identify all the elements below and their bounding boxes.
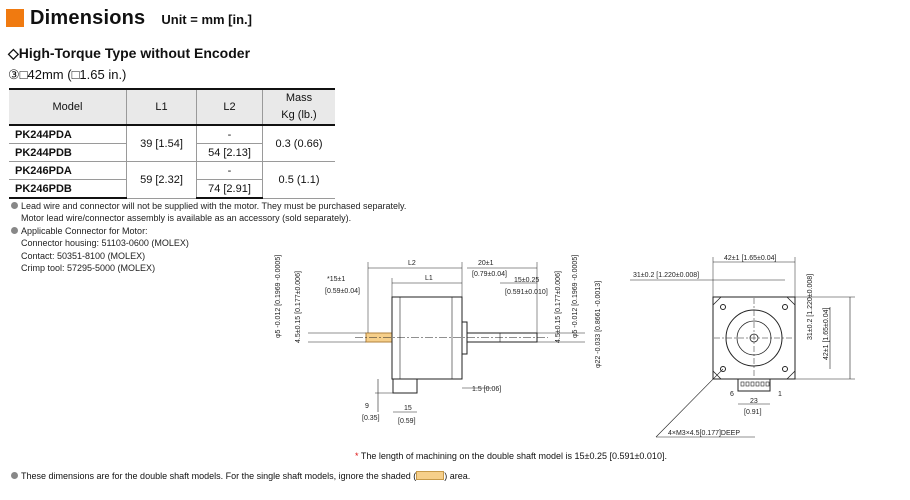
bullet-icon xyxy=(11,202,18,209)
shaded-swatch-icon xyxy=(416,471,445,480)
unit-label: Unit = mm [in.] xyxy=(161,12,252,27)
front-flat-length-in-label: [0.591±0.010] xyxy=(505,289,548,296)
footnote-machining-text: The length of machining on the double sh… xyxy=(360,451,667,461)
footnote-shaded-pre: These dimensions are for the double shaf… xyxy=(21,471,417,481)
l2-label: L2 xyxy=(408,260,416,267)
footnote-star: * xyxy=(355,451,359,461)
hole-pitch-top-label: 42±1 [1.65±0.04] xyxy=(724,255,777,262)
table-cell-l2: 74 [2.91] xyxy=(196,179,263,199)
page-title: Dimensions xyxy=(30,6,146,29)
front-shaft-length-in-label: [0.79±0.04] xyxy=(472,271,507,278)
connector-height-label: 9 xyxy=(365,403,369,410)
col-mass-line1: Mass xyxy=(285,92,313,104)
table-cell-l2: 54 [2.13] xyxy=(196,143,263,162)
spec-table: Model L1 L2 Mass Kg (lb.) PK244PDA 39 [1… xyxy=(9,88,335,199)
table-row-model: PK246PDB xyxy=(9,179,127,199)
table-row-model: PK244PDA xyxy=(9,124,127,144)
pin1-label: 1 xyxy=(778,391,782,398)
l1-label: L1 xyxy=(425,275,433,282)
front-flat-length-label: 15±0.25 xyxy=(514,277,539,284)
pilot-flange xyxy=(461,321,468,355)
col-model: Model xyxy=(9,88,127,126)
mount-holes-label: 4×M3×4.5[0.177]DEEP xyxy=(668,430,740,437)
pin6-label: 6 xyxy=(730,391,734,398)
note-housing: Connector housing: 51103-0600 (MOLEX) xyxy=(21,238,189,249)
connector-width-front-label: 23 xyxy=(750,398,758,405)
hole-pitch-right-label: 31±0.2 [1.220±0.008] xyxy=(807,274,814,340)
hole-pitch-left-label: 31±0.2 [1.220±0.008] xyxy=(633,272,699,279)
motor-body-side xyxy=(391,296,463,380)
notes-block: Lead wire and connector will not be supp… xyxy=(11,200,406,274)
footnote-machining: * The length of machining on the double … xyxy=(355,451,667,461)
connector-width-in-label: [0.59] xyxy=(398,418,416,425)
table-cell-l1: 59 [2.32] xyxy=(126,161,197,199)
note-crimp: Crimp tool: 57295-5000 (MOLEX) xyxy=(21,263,156,274)
note-connector-title: Applicable Connector for Motor: xyxy=(21,225,148,236)
front-shaft-dia-label: φ5 -0.012 [0.1969 -0.0005] xyxy=(572,255,579,338)
col-l1: L1 xyxy=(126,88,197,126)
bullet-icon xyxy=(11,472,18,479)
connector-width-label: 15 xyxy=(404,405,412,412)
connector-front xyxy=(737,378,771,392)
note-contact: Contact: 50351-8100 (MOLEX) xyxy=(21,250,146,261)
table-cell-l2: - xyxy=(196,161,263,180)
machining-length-in-label: [0.59±0.04] xyxy=(325,288,360,295)
frame-size-label: ③□42mm (□1.65 in.) xyxy=(8,67,127,82)
shaft-flat-label: 4.5±0.15 [0.177±0.006] xyxy=(295,271,302,343)
bullet-icon xyxy=(11,226,18,234)
pilot-dia-label: φ22 -0.033 [0.8661 -0.0013] xyxy=(595,281,602,368)
side-right-label: 42±1 [1.65±0.04] xyxy=(823,307,830,360)
orange-square-icon xyxy=(6,9,24,27)
table-cell-mass: 0.3 (0.66) xyxy=(262,124,335,162)
front-shaft-length-label: 20±1 xyxy=(478,260,494,267)
note-lead: Lead wire and connector will not be supp… xyxy=(21,201,407,211)
footnote-shaded: These dimensions are for the double shaf… xyxy=(11,471,470,481)
col-l2: L2 xyxy=(196,88,263,126)
col-mass: Mass Kg (lb.) xyxy=(262,88,335,126)
connector-height-in-label: [0.35] xyxy=(362,415,380,422)
type-subtitle: ◇High-Torque Type without Encoder xyxy=(8,45,251,61)
col-mass-line2: Kg (lb.) xyxy=(281,109,317,121)
connector-width-front-in-label: [0.91] xyxy=(744,409,762,416)
flange-thickness-label: 1.5 [0.06] xyxy=(472,386,501,393)
table-cell-mass: 0.5 (1.1) xyxy=(262,161,335,199)
front-flat-label: 4.5±0.15 [0.177±0.006] xyxy=(555,271,562,343)
note-lead2: Motor lead wire/connector assembly is av… xyxy=(21,213,352,224)
connector-side xyxy=(392,378,418,394)
machining-length-label: *15±1 xyxy=(327,276,345,283)
table-row-model: PK246PDA xyxy=(9,161,127,180)
section-header: Dimensions Unit = mm [in.] xyxy=(6,6,252,30)
footnote-shaded-post: ) area. xyxy=(444,471,471,481)
shaft-dia-label: φ5 -0.012 [0.1969 -0.0005] xyxy=(275,255,282,338)
